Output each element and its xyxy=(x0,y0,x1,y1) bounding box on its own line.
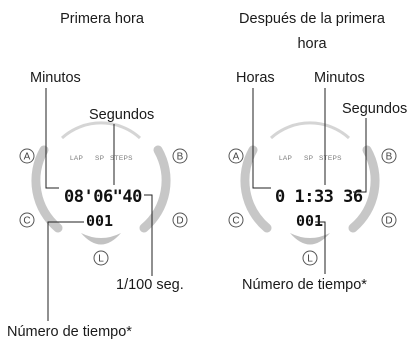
right-button-c-label: C xyxy=(232,216,239,227)
left-time-number-leader xyxy=(47,221,84,321)
right-button-c[interactable] xyxy=(228,212,244,228)
left-button-b[interactable] xyxy=(172,148,188,164)
right-button-a[interactable] xyxy=(228,148,244,164)
right-sp-indicator: SP xyxy=(304,155,313,162)
left-button-l-label: L xyxy=(98,254,104,265)
right-button-d-label: D xyxy=(385,216,392,227)
right-bezel-right xyxy=(348,145,380,233)
right-hours-leader xyxy=(252,88,271,189)
left-seconds-label: Segundos xyxy=(89,107,155,123)
right-time-number-leader xyxy=(315,221,326,274)
right-button-a-label: A xyxy=(233,152,240,163)
left-steps-indicator: STEPS xyxy=(110,155,133,162)
right-time-number-label: Número de tiempo* xyxy=(242,277,367,293)
right-bottom-shield xyxy=(290,233,330,245)
left-bezel-top xyxy=(60,121,142,140)
right-heading-line1: Después de la primera xyxy=(239,11,385,27)
right-hours-label: Horas xyxy=(236,70,275,86)
left-minutes-label: Minutos xyxy=(30,70,81,86)
left-main-display: 08'06"40 xyxy=(64,187,142,207)
left-button-b-label: B xyxy=(177,152,184,163)
left-button-d[interactable] xyxy=(172,212,188,228)
right-button-l[interactable] xyxy=(302,250,318,266)
left-time-number-label: Número de tiempo* xyxy=(7,324,132,340)
left-button-a[interactable] xyxy=(19,148,35,164)
left-button-l[interactable] xyxy=(93,250,109,266)
left-button-c[interactable] xyxy=(19,212,35,228)
left-heading: Primera hora xyxy=(60,11,144,27)
left-sp-indicator: SP xyxy=(95,155,104,162)
right-button-d[interactable] xyxy=(381,212,397,228)
right-main-display: 0 1:33 36 xyxy=(275,187,363,207)
right-lap-indicator: LAP xyxy=(279,155,292,162)
right-bezel-left xyxy=(240,145,272,233)
left-hundredths-leader xyxy=(144,194,153,276)
right-heading-line2: hora xyxy=(297,36,327,52)
left-button-c-label: C xyxy=(23,216,30,227)
left-button-d-label: D xyxy=(176,216,183,227)
right-bezel-top xyxy=(269,121,351,140)
left-button-a-label: A xyxy=(24,152,31,163)
right-sub-display: 001 xyxy=(296,212,323,230)
right-button-l-label: L xyxy=(307,254,313,265)
right-minutes-label: Minutos xyxy=(314,70,365,86)
left-bottom-shield xyxy=(81,233,121,245)
right-button-b[interactable] xyxy=(381,148,397,164)
right-button-b-label: B xyxy=(386,152,393,163)
left-bezel-left xyxy=(31,145,63,233)
left-watch: LAP SP STEPS 08'06"40 001 A B C D L xyxy=(19,88,188,321)
left-lap-indicator: LAP xyxy=(70,155,83,162)
right-steps-indicator: STEPS xyxy=(319,155,342,162)
right-seconds-leader xyxy=(353,118,367,193)
left-hundredths-label: 1/100 seg. xyxy=(116,277,184,293)
left-bezel-right xyxy=(139,145,171,233)
right-watch: LAP SP STEPS 0 1:33 36 001 A B C D L xyxy=(228,88,397,274)
left-sub-display: 001 xyxy=(86,212,113,230)
left-minutes-leader xyxy=(45,88,59,189)
right-seconds-label: Segundos xyxy=(342,101,408,117)
